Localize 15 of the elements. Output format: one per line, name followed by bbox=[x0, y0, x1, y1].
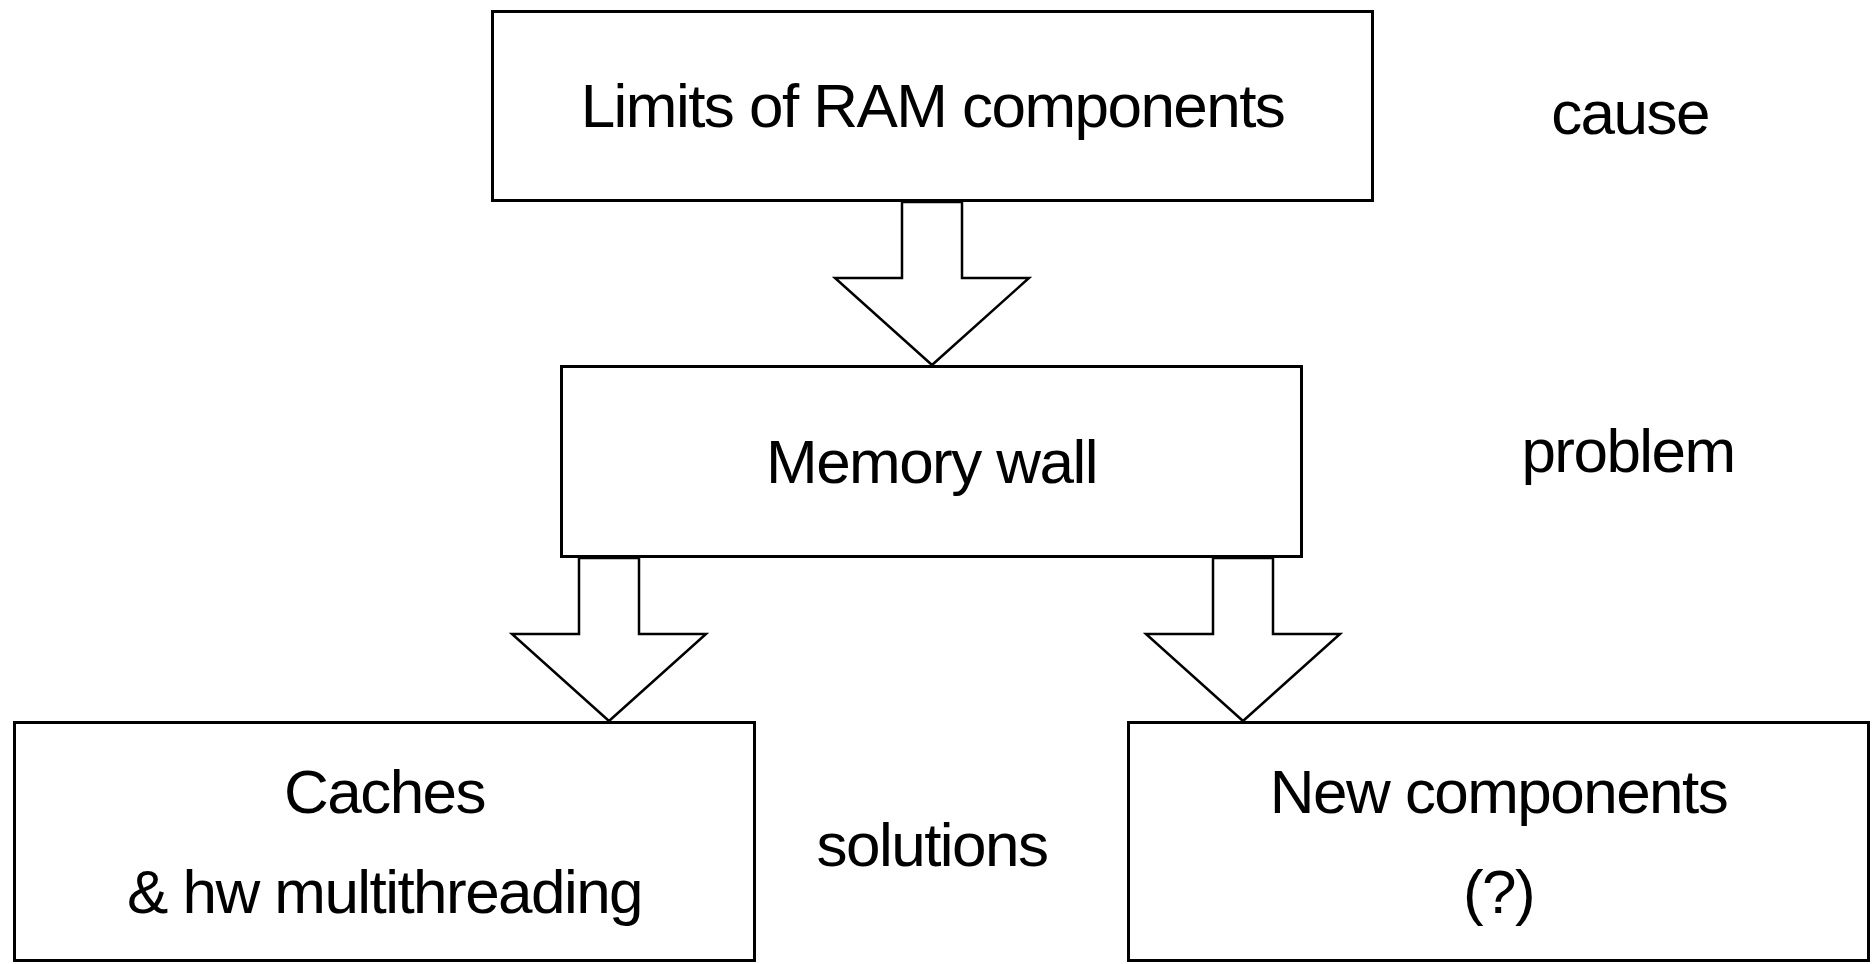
block-arrow bbox=[508, 556, 710, 723]
text-box bbox=[13, 721, 756, 962]
box-text: Limits of RAM components bbox=[580, 70, 1285, 143]
text-box bbox=[560, 365, 1303, 558]
side-label: solutions bbox=[816, 814, 1048, 876]
side-label: cause bbox=[1551, 82, 1709, 144]
box-text: Caches bbox=[284, 756, 485, 829]
box-text: Memory wall bbox=[766, 425, 1097, 498]
box-text: & hw multithreading bbox=[126, 855, 643, 928]
box-text: New components bbox=[1269, 756, 1728, 829]
text-box bbox=[491, 10, 1374, 202]
block-arrow bbox=[1142, 556, 1344, 723]
block-arrow bbox=[831, 200, 1033, 367]
text-box bbox=[1127, 721, 1870, 962]
box-text: (?) bbox=[1462, 855, 1535, 928]
